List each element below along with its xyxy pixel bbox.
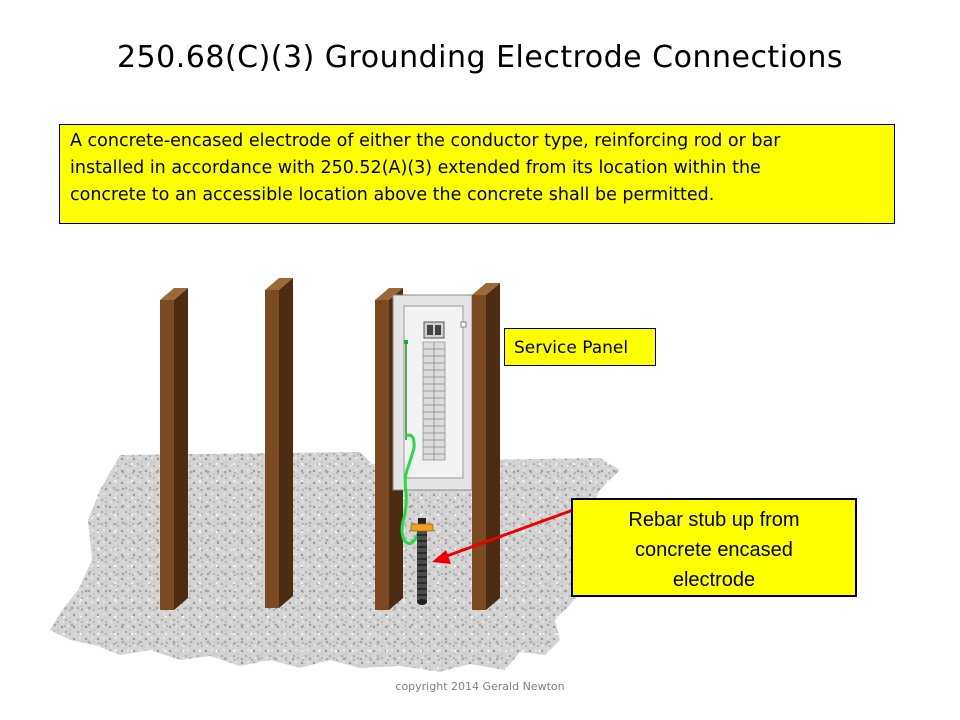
rebar-callout-line-3: electrode [672, 569, 756, 591]
wood-post [160, 288, 188, 610]
rebar-callout: Rebar stub up from concrete encased elec… [571, 498, 857, 597]
rebar-callout-line-2: concrete encased [635, 539, 793, 561]
pointer-arrow [432, 508, 574, 564]
wood-post [472, 283, 500, 610]
slide-title: 250.68(C)(3) Grounding Electrode Connect… [116, 40, 844, 75]
wood-post [265, 278, 293, 608]
service-panel [392, 294, 473, 491]
service-panel-label: Service Panel [504, 328, 656, 366]
quote-line-1: A concrete-encased electrode of either t… [70, 131, 781, 151]
quote-line-3: concrete to an accessible location above… [70, 185, 715, 205]
grounding-conductor [400, 433, 422, 545]
copyright-text: copyright 2014 Gerald Newton [395, 680, 565, 693]
code-quote-box: A concrete-encased electrode of either t… [59, 124, 895, 224]
rebar-stub [410, 518, 434, 605]
concrete-slab [50, 452, 620, 672]
rebar-callout-line-1: Rebar stub up from [628, 509, 800, 531]
quote-line-2: installed in accordance with 250.52(A)(3… [70, 158, 761, 178]
